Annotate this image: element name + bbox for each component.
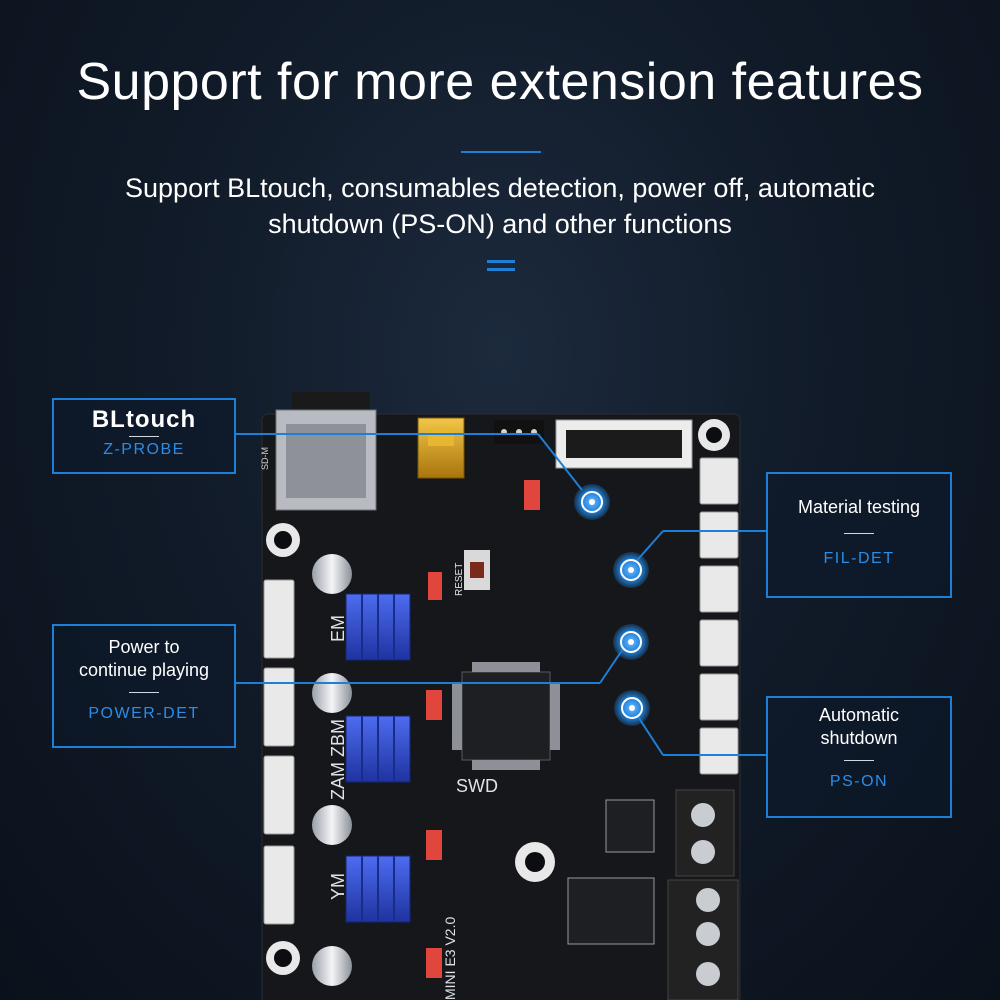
leader-lines xyxy=(234,433,768,756)
silk-zam-zbm: ZAM ZBM xyxy=(328,719,348,800)
material-callout: Material testing FIL-DET xyxy=(766,472,952,598)
shutdown-title-line-2: shutdown xyxy=(820,728,898,748)
bltouch-point-icon xyxy=(574,484,610,520)
page-title: Support for more extension features xyxy=(76,53,924,111)
power-title-line-1: Power to xyxy=(108,637,180,657)
power-terminals xyxy=(667,789,739,1000)
subtitle-line-1: Support BLtouch, consumables detection, … xyxy=(125,173,875,203)
mcu-chip xyxy=(452,662,560,770)
shutdown-subtitle: PS-ON xyxy=(829,773,889,790)
driver-heatsinks xyxy=(345,593,411,923)
sd-card-slot: SD-M xyxy=(260,392,377,511)
jumpers xyxy=(426,480,540,978)
bltouch-divider xyxy=(129,436,159,437)
title-underline xyxy=(461,151,541,153)
material-subtitle: FIL-DET xyxy=(823,550,895,567)
mosfets xyxy=(567,799,655,945)
mounting-holes xyxy=(266,419,730,975)
svg-text:SD-M: SD-M xyxy=(260,447,270,470)
bltouch-title: BLtouch xyxy=(91,406,197,433)
material-title: Material testing xyxy=(797,497,921,517)
silk-ym: YM xyxy=(328,873,348,900)
reset-button-part xyxy=(464,550,490,590)
usb-port xyxy=(417,417,465,479)
power-det-point-icon xyxy=(613,624,649,660)
shutdown-divider xyxy=(844,760,874,761)
equals-divider-icon xyxy=(487,260,515,272)
exp-header xyxy=(555,419,693,469)
fil-det-point-icon xyxy=(613,552,649,588)
ps-on-point-icon xyxy=(614,690,650,726)
subtitle-line-2: shutdown (PS-ON) and other functions xyxy=(268,209,732,239)
left-connectors xyxy=(263,579,295,925)
right-connectors xyxy=(699,457,739,775)
bltouch-subtitle: Z-PROBE xyxy=(103,441,185,458)
power-subtitle: POWER-DET xyxy=(88,705,200,722)
bltouch-callout: BLtouch Z-PROBE xyxy=(52,398,236,474)
page-subtitle: Support BLtouch, consumables detection, … xyxy=(60,170,940,242)
silk-reset: RESET xyxy=(454,563,465,596)
silk-swd: SWD xyxy=(456,776,498,796)
power-divider xyxy=(129,692,159,693)
pin-header-top xyxy=(494,420,544,444)
silk-em: EM xyxy=(328,615,348,642)
silk-model: MINI E3 V2.0 xyxy=(442,917,458,1000)
shutdown-title-line-1: Automatic xyxy=(818,705,900,725)
material-divider xyxy=(844,533,874,534)
shutdown-callout: Automatic shutdown PS-ON xyxy=(766,696,952,818)
power-title-line-2: continue playing xyxy=(78,660,210,680)
power-callout: Power to continue playing POWER-DET xyxy=(52,624,236,748)
